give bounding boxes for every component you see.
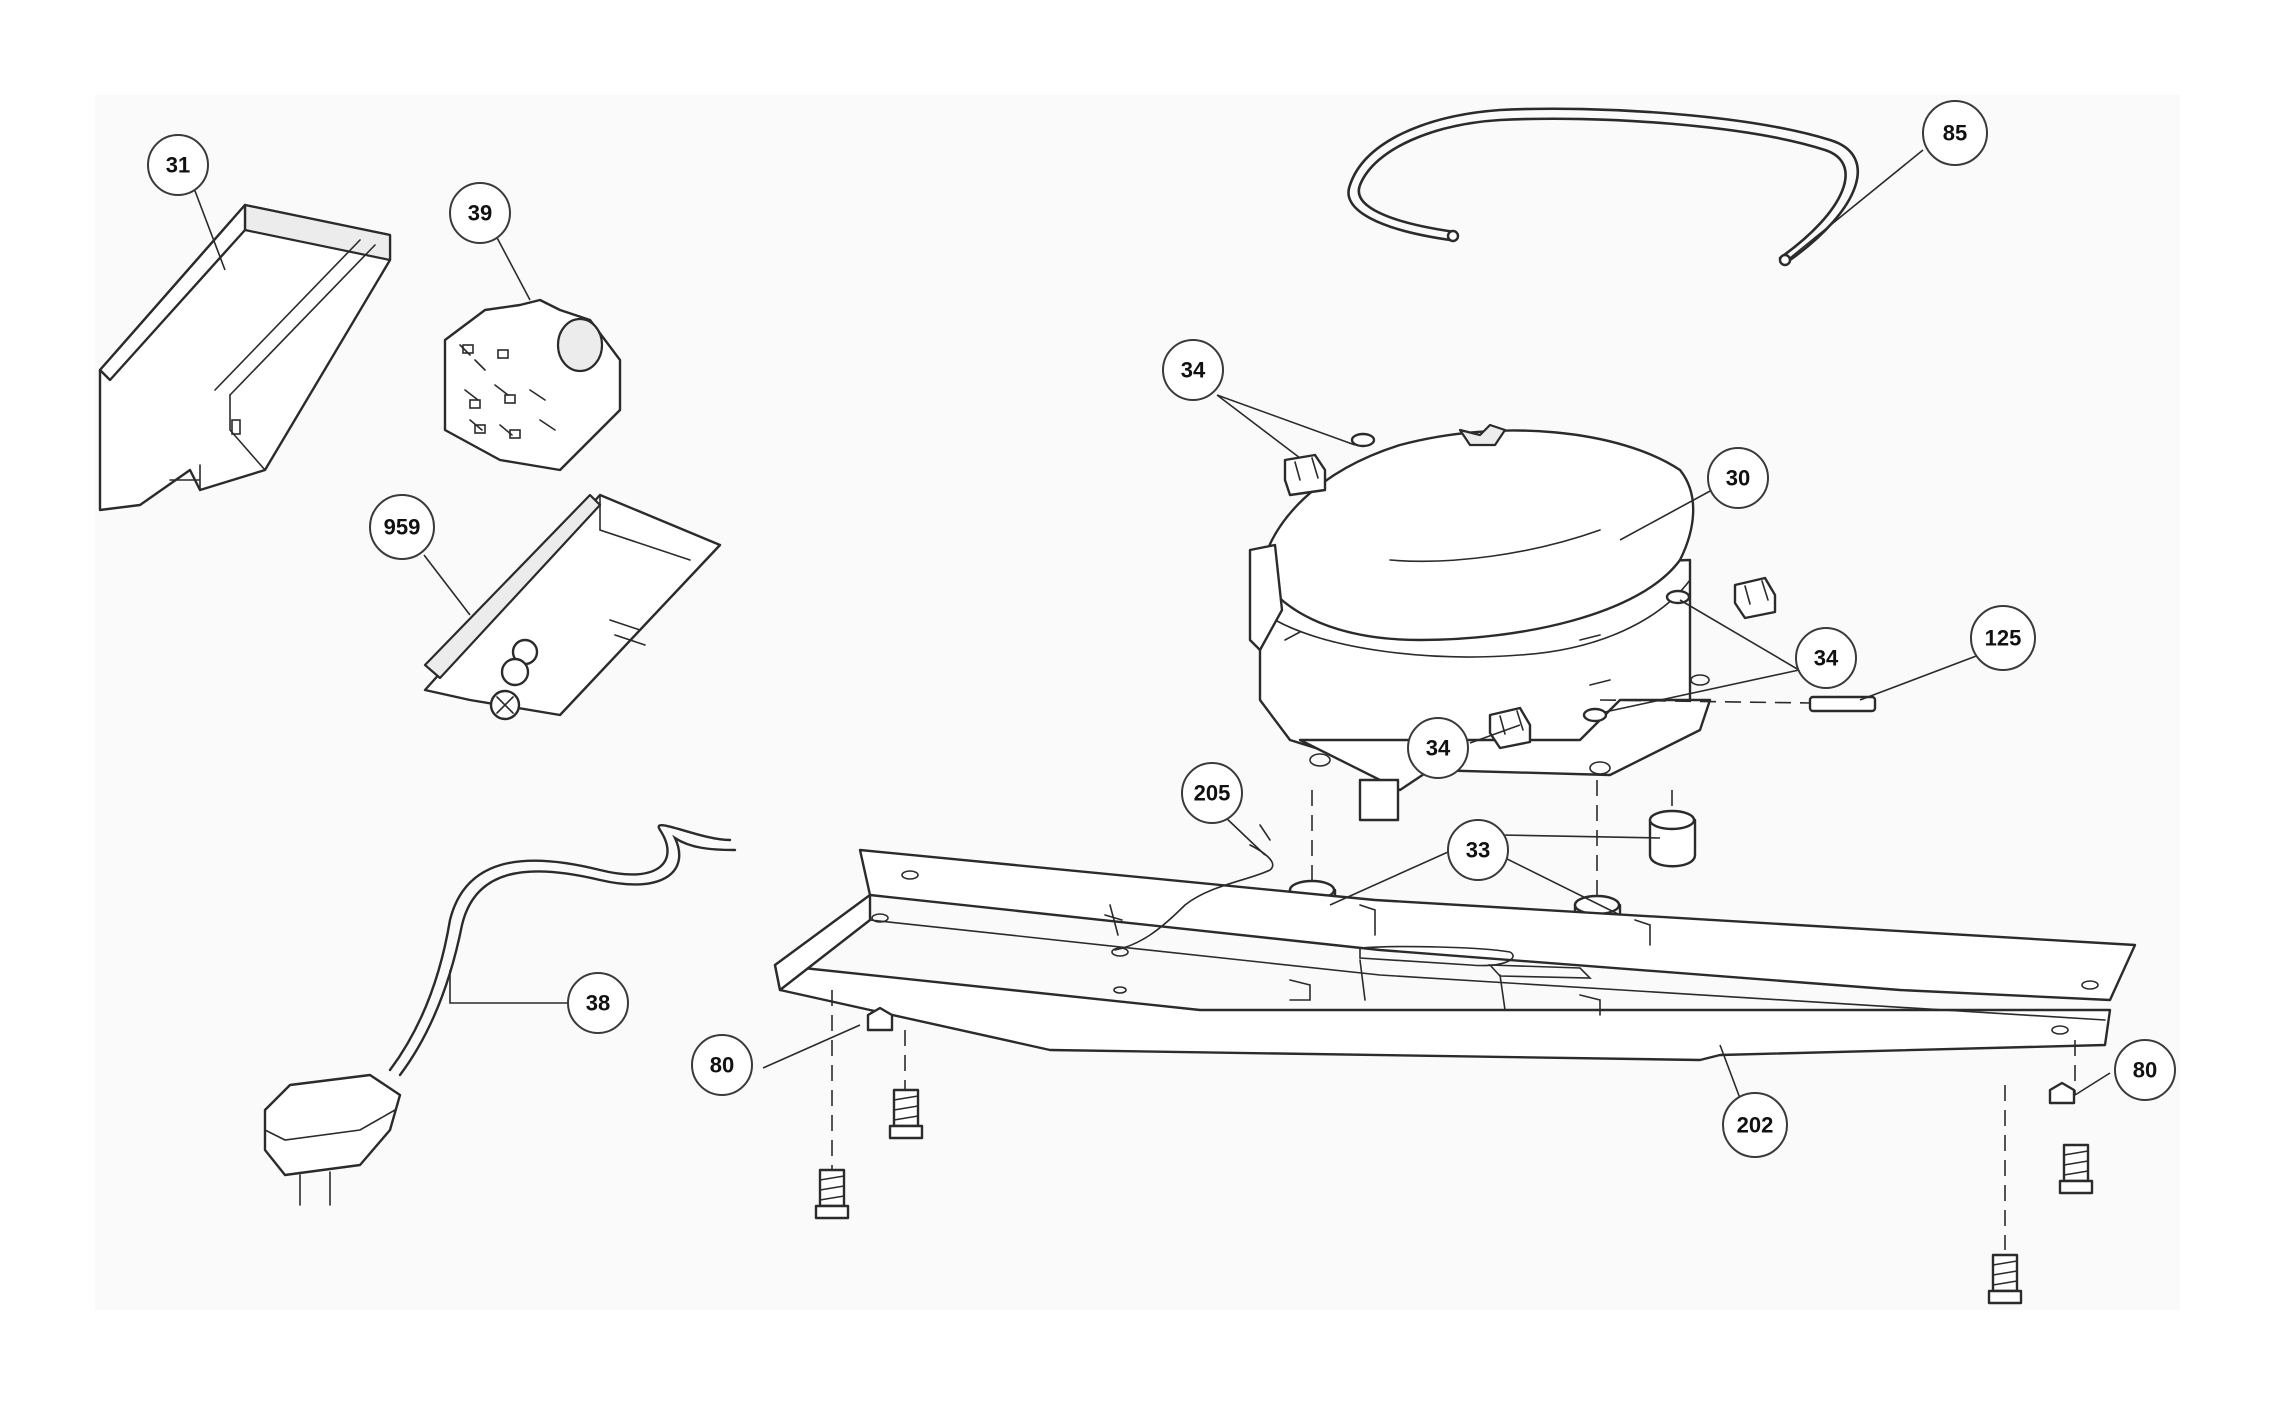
callout-33-label: 33 <box>1466 838 1490 863</box>
callout-125: 125 <box>1970 605 2036 671</box>
callout-34-right: 34 <box>1795 627 1857 689</box>
callout-80-right: 80 <box>2114 1039 2176 1101</box>
callout-959: 959 <box>369 494 435 560</box>
relay-bracket-part <box>423 493 722 721</box>
callout-34-top: 34 <box>1162 339 1224 401</box>
callout-80-left: 80 <box>691 1034 753 1096</box>
callout-34-right-label: 34 <box>1814 646 1839 671</box>
ground-wire-part <box>1104 824 1274 951</box>
screw-left-b <box>888 1088 924 1140</box>
callout-202-label: 202 <box>1737 1113 1774 1138</box>
tube-part <box>1347 107 1859 267</box>
callout-959-label: 959 <box>384 515 421 540</box>
callout-80-left-label: 80 <box>710 1053 734 1078</box>
base-plate-part <box>773 848 2137 1062</box>
callout-205: 205 <box>1181 762 1243 824</box>
leader-lines <box>191 149 2111 1126</box>
power-cord-part <box>263 824 737 1206</box>
clips-washers-part <box>1283 432 1777 750</box>
screw-cap-left <box>866 1006 894 1032</box>
screw-right-b <box>2058 1143 2094 1195</box>
callout-38: 38 <box>567 972 629 1034</box>
relay-cover-part <box>98 203 392 512</box>
callout-38-label: 38 <box>586 991 610 1016</box>
screw-cap-right <box>2048 1081 2076 1105</box>
callout-125-label: 125 <box>1985 626 2022 651</box>
callout-202: 202 <box>1722 1092 1788 1158</box>
callout-39: 39 <box>449 182 511 244</box>
callout-30-label: 30 <box>1726 466 1750 491</box>
callout-30: 30 <box>1707 447 1769 509</box>
screw-right-a <box>1987 1253 2023 1305</box>
screw-left-a <box>814 1168 850 1220</box>
screws-part <box>814 990 2094 1305</box>
callout-31-label: 31 <box>166 153 190 178</box>
callout-34-bottom-label: 34 <box>1426 736 1451 761</box>
callout-80-right-label: 80 <box>2133 1058 2157 1083</box>
callout-34-bottom: 34 <box>1407 717 1469 779</box>
callout-85: 85 <box>1922 100 1988 166</box>
callout-31: 31 <box>147 134 209 196</box>
callout-205-label: 205 <box>1194 781 1231 806</box>
callout-33: 33 <box>1447 819 1509 881</box>
pin-part <box>1599 695 1877 713</box>
relay-overload-part <box>443 298 622 472</box>
callout-39-label: 39 <box>468 201 492 226</box>
callout-85-label: 85 <box>1943 121 1967 146</box>
callout-34-top-label: 34 <box>1181 358 1206 383</box>
